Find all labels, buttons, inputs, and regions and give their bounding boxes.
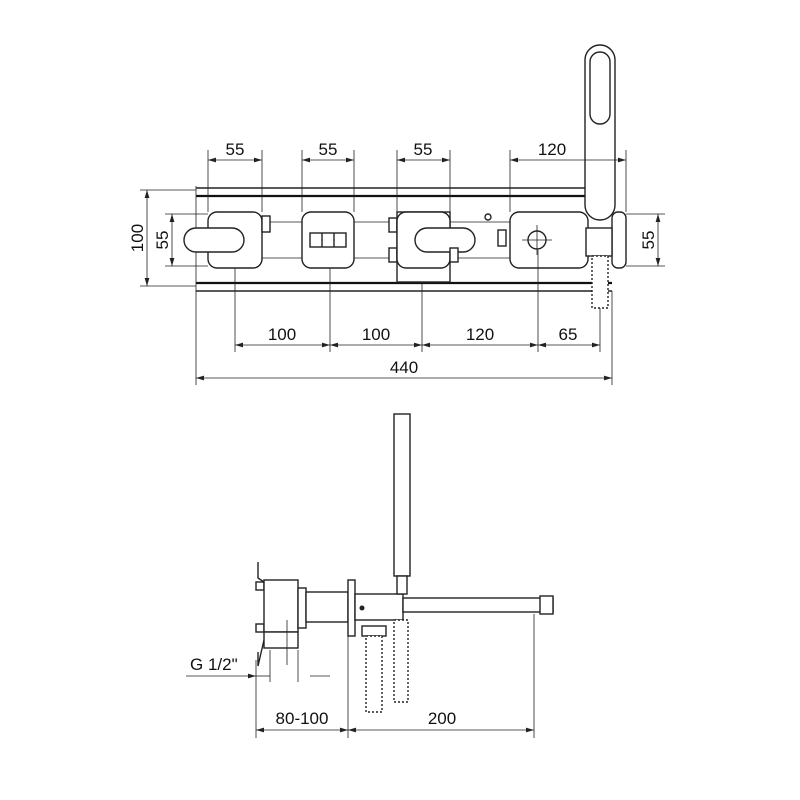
hose-right — [393, 619, 409, 703]
dim-bottom-4: 65 — [559, 325, 578, 344]
cover-plate — [347, 579, 356, 637]
dim-height-55-right: 55 — [639, 231, 658, 250]
dim-bottom-3: 120 — [466, 325, 494, 344]
dim-bottom-2: 100 — [362, 325, 390, 344]
dim-top-3: 55 — [414, 140, 433, 159]
dim-height-55-left: 55 — [153, 231, 172, 250]
wall-box-connector — [263, 631, 299, 649]
side-hand-shower — [393, 413, 411, 577]
side-view: G 1/2" 80-100 200 — [186, 413, 554, 738]
bath-spout — [402, 597, 554, 613]
front-view: 55 55 55 120 100 55 55 100 100 120 65 44… — [128, 44, 665, 385]
dim-spout: 200 — [428, 709, 456, 728]
dim-height-100: 100 — [128, 224, 147, 252]
dim-top-2: 55 — [319, 140, 338, 159]
dim-bottom-1: 100 — [268, 325, 296, 344]
shower-hose — [591, 255, 609, 309]
thread-label: G 1/2" — [190, 655, 238, 674]
wall-box — [263, 579, 299, 633]
hose-left — [365, 635, 383, 713]
valve-cartridge — [305, 591, 349, 623]
diverter-button — [309, 232, 347, 248]
dim-top-4: 120 — [538, 140, 566, 159]
lever-handle-1 — [183, 227, 245, 253]
dim-top-1: 55 — [226, 140, 245, 159]
dim-overall: 440 — [390, 358, 418, 377]
dim-wall-depth: 80-100 — [276, 709, 329, 728]
lever-handle-3 — [414, 227, 476, 253]
shower-holder — [585, 227, 613, 257]
